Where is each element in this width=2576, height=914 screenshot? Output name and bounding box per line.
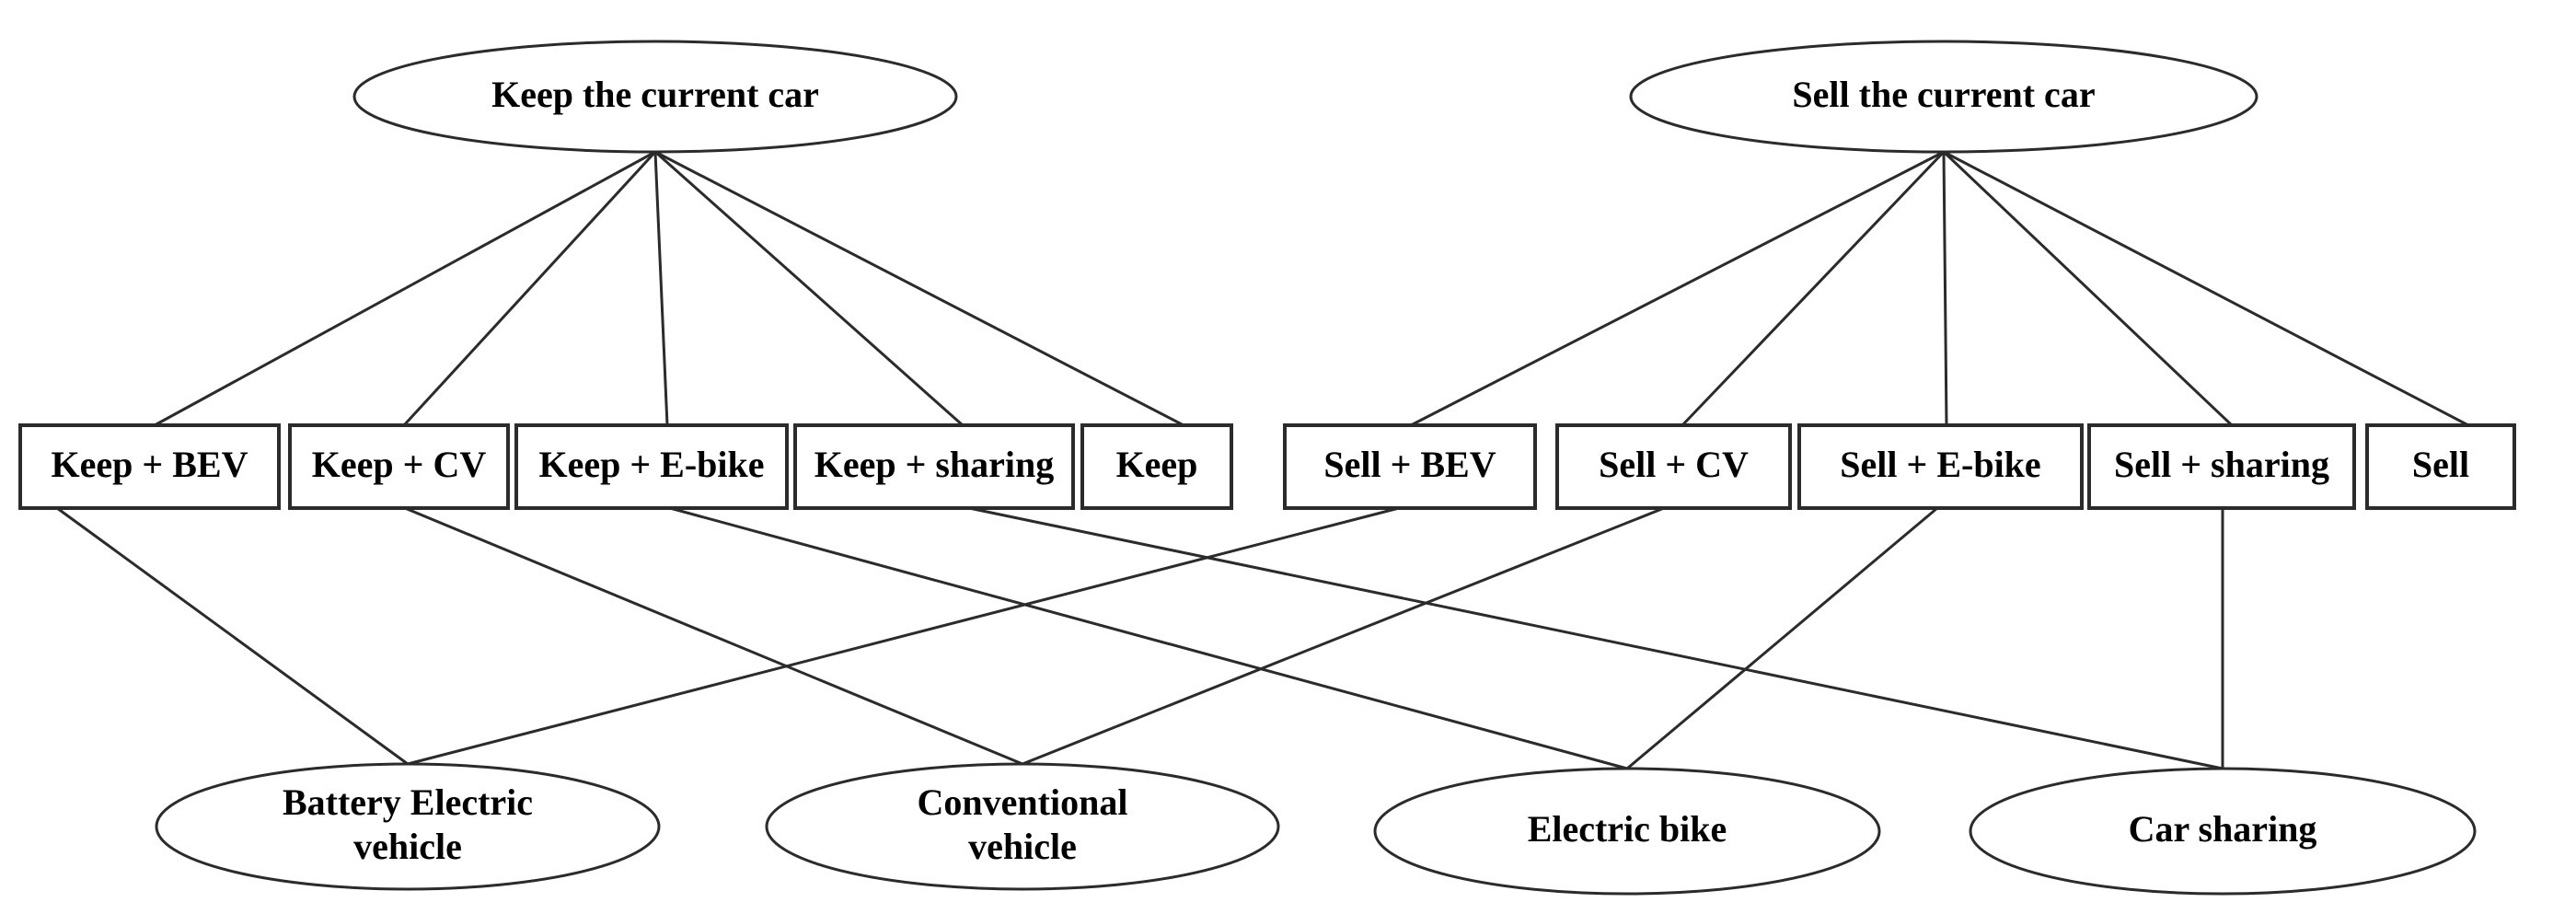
box-shape <box>1283 423 1537 510</box>
edge-sell-current-car-to-sell-bev <box>1410 150 1945 427</box>
edge-sell-cv-to-conventional-vehicle <box>1022 506 1665 766</box>
ellipse-shape <box>765 762 1280 891</box>
nest-node-sell-current-car[interactable]: Sell the current car <box>1629 40 2258 154</box>
alternative-box-label: Keep + CV <box>312 444 487 485</box>
alternative-box-keep-ebike[interactable]: Keep + E-bike <box>514 423 789 510</box>
alternative-box-keep-sharing[interactable]: Keep + sharing <box>793 423 1075 510</box>
box-shape <box>1080 423 1233 510</box>
mode-node-car-sharing[interactable]: Car sharing <box>1969 767 2477 896</box>
edge-keep-current-car-to-keep-ebike <box>653 151 669 426</box>
edge-keep-sharing-to-car-sharing <box>968 506 2224 770</box>
ellipse-shape <box>352 40 958 154</box>
alternative-box-label: Keep + BEV <box>52 444 248 485</box>
box-shape <box>288 423 510 510</box>
mode-node-label-line1: Battery Electric <box>283 781 533 823</box>
alternative-box-sell[interactable]: Sell <box>2365 423 2516 510</box>
alternative-box-keep[interactable]: Keep <box>1080 423 1233 510</box>
edge-keep-current-car-to-keep-cv <box>402 150 657 427</box>
upper-nest-nodes: Keep the current car Sell the current car <box>352 40 2258 154</box>
alternative-box-label: Sell + BEV <box>1323 444 1496 485</box>
nest-node-keep-current-car[interactable]: Keep the current car <box>352 40 958 154</box>
edges-nest-to-alternative <box>154 150 2469 427</box>
nest-node-label: Sell the current car <box>1792 74 2095 115</box>
ellipse-shape <box>1969 767 2477 896</box>
edge-sell-current-car-to-sell-cv <box>1681 150 1946 427</box>
alternative-boxes: Keep + BEV Keep + CV Keep + E-bike Keep + s… <box>18 423 2516 510</box>
alternative-box-label: Sell + sharing <box>2114 444 2329 485</box>
ellipse-shape <box>1373 767 1881 896</box>
alternative-box-label: Sell + CV <box>1599 444 1749 485</box>
edge-keep-current-car-to-keep-bev <box>154 150 656 427</box>
mode-node-label-line1: Conventional <box>918 781 1128 823</box>
box-shape <box>2087 423 2356 510</box>
edge-sell-current-car-to-sell-ebike <box>1942 151 1948 426</box>
alternative-box-keep-cv[interactable]: Keep + CV <box>288 423 510 510</box>
mode-node-label: Car sharing <box>2129 808 2317 850</box>
edge-sell-ebike-to-electric-bike <box>1626 506 1938 770</box>
edge-keep-current-car-to-keep <box>654 150 1184 427</box>
alternative-box-sell-ebike[interactable]: Sell + E-bike <box>1797 423 2084 510</box>
box-shape <box>514 423 789 510</box>
alternative-box-label: Keep + sharing <box>814 444 1055 485</box>
edge-sell-current-car-to-sell <box>1943 150 2469 427</box>
mode-node-label-line2: vehicle <box>968 826 1077 867</box>
box-shape <box>2365 423 2516 510</box>
mode-node-label: Electric bike <box>1528 808 1727 850</box>
box-shape <box>1555 423 1792 510</box>
edge-keep-current-car-to-keep-sharing <box>654 150 964 427</box>
edge-sell-bev-to-battery-electric-vehicle <box>407 506 1400 766</box>
ellipse-shape <box>1629 40 2258 154</box>
alternative-box-label: Sell <box>2412 444 2469 485</box>
alternative-box-label: Keep <box>1116 444 1198 485</box>
edges-alternative-to-mode <box>56 506 2224 770</box>
edge-keep-cv-to-conventional-vehicle <box>404 506 1023 766</box>
mode-node-label-line2: vehicle <box>353 826 462 867</box>
box-shape <box>793 423 1075 510</box>
alternative-box-sell-bev[interactable]: Sell + BEV <box>1283 423 1537 510</box>
box-shape <box>1797 423 2084 510</box>
ellipse-shape <box>155 762 661 891</box>
alternative-box-label: Sell + E-bike <box>1840 444 2040 485</box>
alternative-box-label: Keep + E-bike <box>538 444 764 485</box>
alternative-box-sell-cv[interactable]: Sell + CV <box>1555 423 1792 510</box>
edge-keep-ebike-to-electric-bike <box>669 506 1628 770</box>
alternative-box-keep-bev[interactable]: Keep + BEV <box>18 423 281 510</box>
edge-sell-current-car-to-sell-sharing <box>1942 150 2234 427</box>
mode-node-electric-bike[interactable]: Electric bike <box>1373 767 1881 896</box>
nest-node-label: Keep the current car <box>491 74 819 115</box>
box-shape <box>18 423 281 510</box>
edge-keep-bev-to-battery-electric-vehicle <box>56 506 409 766</box>
alternative-box-sell-sharing[interactable]: Sell + sharing <box>2087 423 2356 510</box>
